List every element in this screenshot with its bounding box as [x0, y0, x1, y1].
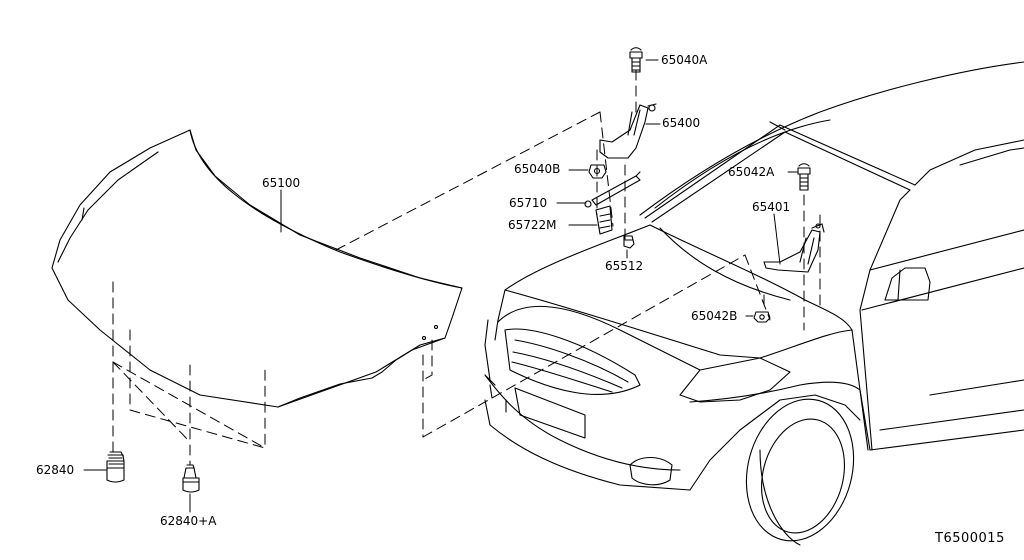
- leader-lines: [83, 59, 798, 513]
- label-hinge-65401: 65401: [752, 200, 791, 214]
- hood-bumper-62840: [106, 451, 125, 483]
- label-hood-rod-65710: 65710: [509, 196, 548, 210]
- hood-panel: [51, 129, 463, 408]
- nut-65040b: [588, 164, 607, 179]
- grommet-65512: [623, 235, 635, 249]
- hood-bumper-62840-a: [182, 464, 200, 493]
- label-hood-65100: 65100: [262, 176, 301, 190]
- label-rod-clip-65722m: 65722M: [508, 218, 557, 232]
- nut-65042b: [753, 311, 771, 323]
- location-dashed-lines: [112, 69, 821, 466]
- label-grommet-65512: 65512: [605, 259, 644, 273]
- hood-pins: [421, 324, 439, 341]
- label-bolt-65042a: 65042A: [728, 165, 775, 179]
- rod-clip-65722m: [595, 205, 613, 235]
- hood-rod-65710: [584, 171, 641, 208]
- bolt-65042a: [797, 163, 811, 191]
- label-hood-bumper-62840-a: 62840+A: [160, 514, 217, 528]
- label-nut-65040b: 65040B: [514, 162, 561, 176]
- label-bolt-65040a: 65040A: [661, 53, 708, 67]
- hinge-65401: [763, 223, 825, 273]
- label-hood-bumper-62840: 62840: [36, 463, 75, 477]
- label-hinge-65400: 65400: [662, 116, 701, 130]
- car-body: [484, 61, 1024, 546]
- figure-code: T6500015: [935, 531, 1005, 546]
- hinge-65400: [599, 103, 657, 159]
- bolt-65040a: [629, 47, 643, 73]
- label-nut-65042b: 65042B: [691, 309, 738, 323]
